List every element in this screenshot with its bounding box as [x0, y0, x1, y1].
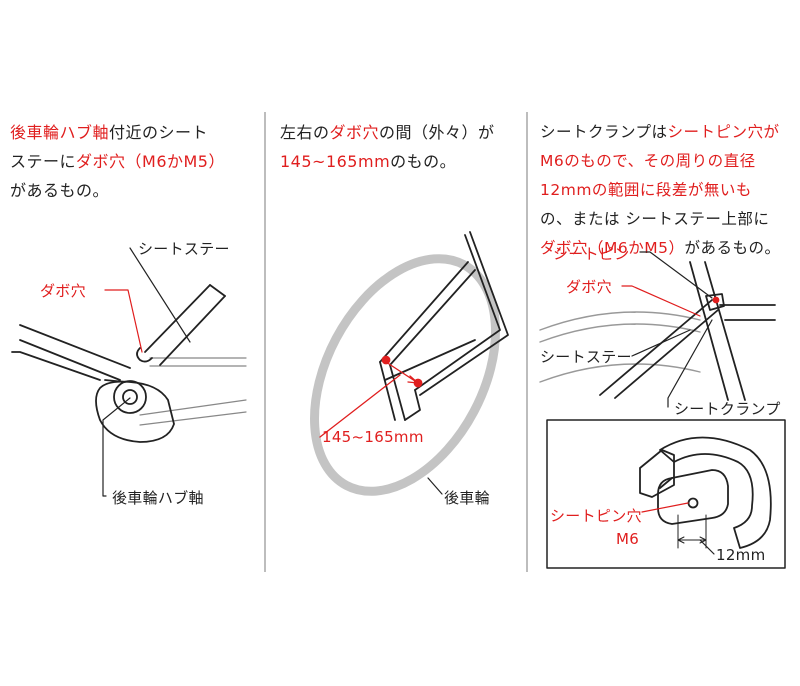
text-run: の間（外々）が: [379, 123, 495, 142]
panel3-line3: 12mmの範囲に段差が無いも: [540, 176, 781, 205]
seat-clamp-small: [705, 293, 725, 311]
text-run: 12mmの範囲に段差が無いも: [540, 181, 752, 199]
clamp-lug-body: [657, 469, 729, 525]
leader-hub: [102, 397, 131, 497]
leader-seat-clamp: [667, 319, 713, 408]
panel1-line2: ステーにダボ穴（M6かM5）: [10, 147, 225, 176]
seat-stay-left: [379, 261, 476, 366]
leader-dowel-3: [621, 285, 701, 317]
panel1-description: 後車輪ハブ軸付近のシート ステーにダボ穴（M6かM5） があるもの。: [10, 118, 225, 205]
panel2-line2: 145~165mmのもの。: [280, 147, 495, 176]
panel1-line3: があるもの。: [10, 176, 225, 205]
clamp-ring: [659, 436, 772, 549]
text-run: ステーに: [10, 152, 77, 171]
label-seat-stay-3: シートステー: [540, 348, 632, 366]
panel2-description: 左右のダボ穴の間（外々）が 145~165mmのもの。: [280, 118, 495, 176]
seat-stay: [599, 299, 719, 399]
rear-wheel-tire: [310, 254, 500, 496]
label-dowel-hole: ダボ穴: [40, 282, 86, 300]
panel1-line1: 後車輪ハブ軸付近のシート: [10, 118, 225, 147]
text-run: 付近のシート: [109, 123, 209, 142]
panel3-description: シートクランプはシートピン穴が M6のもので、その周りの直径 12mmの範囲に段…: [540, 118, 781, 263]
text-run: ダボ穴（M6かM5）: [76, 152, 225, 171]
text-run: 後車輪ハブ軸: [10, 123, 110, 142]
axle-outer: [113, 380, 147, 414]
clamp-pin-hole: [687, 497, 699, 509]
leader-dowel: [104, 289, 143, 353]
label-12mm: 12mm: [716, 546, 766, 564]
leader-seat-stay-3: [631, 329, 691, 357]
leader-12mm: [699, 539, 715, 555]
label-rear-hub-axle: 後車輪ハブ軸: [112, 489, 204, 507]
clamp-lug: [639, 449, 675, 498]
text-run: があるもの。: [684, 239, 781, 257]
label-dowel-hole-3: ダボ穴: [566, 278, 612, 296]
seat-tube: [689, 261, 746, 401]
label-m6: M6: [616, 530, 640, 548]
span-arrow: [385, 361, 419, 384]
leader-seat-pin: [639, 251, 713, 299]
panel3-line2: M6のもので、その周りの直径: [540, 147, 781, 176]
column-divider-right: [526, 112, 528, 572]
text-run: シートピン穴が: [667, 123, 780, 141]
label-seat-stay: シートステー: [138, 240, 230, 258]
leader-seat-stay: [129, 247, 191, 343]
chain-stay: [19, 324, 131, 381]
label-seat-pin-hole: シートピン穴: [550, 507, 642, 525]
text-run: シートクランプは: [540, 123, 668, 141]
panel3-line4: の、または シートステー上部に: [540, 205, 781, 234]
seat-pin-dot: [712, 296, 720, 304]
leader-span: [319, 374, 401, 438]
text-run: の、または シートステー上部に: [540, 210, 770, 228]
wheel-arc-outer: [539, 311, 701, 331]
label-rear-wheel: 後車輪: [444, 489, 490, 507]
label-seat-pin: シートピン: [553, 245, 630, 263]
panel1-drawing: [11, 247, 247, 497]
text-run: M6のもので、その周りの直径: [540, 152, 756, 170]
seat-stay: [144, 284, 226, 366]
seat-stay-right: [414, 231, 509, 396]
panel2-drawing: [310, 231, 509, 496]
text-run: 145~165mm: [280, 152, 391, 171]
leader-rear-wheel: [427, 477, 443, 495]
top-tube: [719, 304, 776, 321]
text-run: 左右の: [280, 123, 330, 142]
column-divider-left: [264, 112, 266, 572]
text-run: ダボ穴: [329, 123, 380, 142]
text-run: のもの。: [390, 152, 457, 171]
panel2-line1: 左右のダボ穴の間（外々）が: [280, 118, 495, 147]
panel3-drawing: [539, 251, 786, 569]
label-span-145-165: 145~165mm: [322, 428, 424, 446]
panel3-line1: シートクランプはシートピン穴が: [540, 118, 781, 147]
label-seat-clamp: シートクランプ: [674, 400, 781, 418]
dowel-hole-left: [381, 355, 391, 365]
wheel-arc-inner: [539, 323, 701, 343]
clamp-detail-box: [546, 419, 786, 569]
axle-inner: [122, 389, 138, 405]
dowel-hole-boss: [136, 347, 153, 363]
text-run: があるもの。: [10, 181, 110, 200]
leader-pin-hole: [641, 502, 689, 513]
